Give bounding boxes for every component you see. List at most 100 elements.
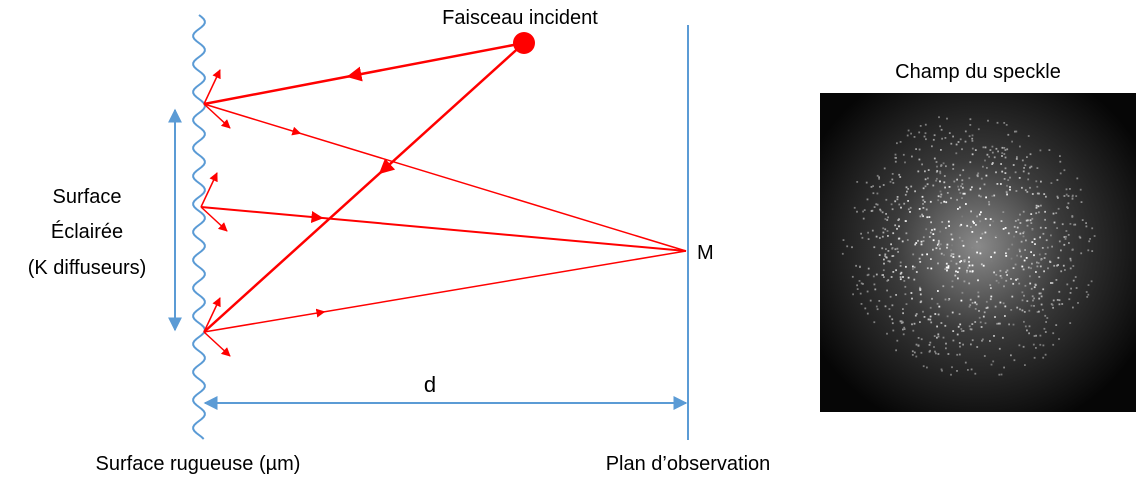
speckle-grain <box>959 225 961 227</box>
speckle-grain <box>939 172 942 175</box>
speckle-grain <box>966 271 968 274</box>
speckle-grain <box>866 290 869 293</box>
speckle-grain <box>937 239 940 242</box>
speckle-grain <box>945 165 947 168</box>
speckle-grain <box>958 313 961 315</box>
speckle-grain <box>892 232 895 235</box>
speckle-grain <box>975 224 977 226</box>
speckle-grain <box>889 295 892 298</box>
speckle-grain <box>1006 193 1008 196</box>
speckle-grain <box>906 134 909 137</box>
diffusion-arrow-1-1 <box>203 69 221 105</box>
speckle-grain <box>961 330 963 332</box>
speckle-grain <box>1055 324 1058 326</box>
speckle-grain <box>1036 167 1039 169</box>
speckle-grain <box>962 330 965 332</box>
speckle-grain <box>988 155 990 158</box>
speckle-grain <box>866 274 869 277</box>
speckle-grain <box>891 318 894 321</box>
speckle-grain <box>980 177 983 180</box>
speckle-grain <box>894 248 897 251</box>
speckle-grain <box>889 180 892 183</box>
speckle-grain <box>1038 297 1041 300</box>
speckle-grain <box>1069 259 1072 262</box>
speckle-grain <box>937 290 939 292</box>
speckle-grain <box>1058 338 1060 340</box>
speckle-grain <box>1014 263 1017 266</box>
speckle-grain <box>874 288 877 291</box>
speckle-grain <box>911 155 913 158</box>
speckle-grain <box>902 153 905 156</box>
speckle-grain <box>958 267 961 270</box>
speckle-grain <box>975 303 978 306</box>
speckle-grain <box>959 138 962 141</box>
speckle-grain <box>1013 359 1016 362</box>
speckle-grain <box>1079 188 1082 191</box>
speckle-grain <box>968 282 971 285</box>
speckle-grain <box>886 332 888 335</box>
speckle-grain <box>891 322 894 325</box>
speckle-grain <box>956 178 958 181</box>
speckle-grain <box>961 291 964 294</box>
diffusion-arrow-2-1 <box>200 172 218 208</box>
speckle-grain <box>851 275 854 278</box>
speckle-grain <box>919 301 922 304</box>
speckle-grain <box>922 310 924 313</box>
speckle-grain <box>928 216 931 218</box>
speckle-grain <box>947 220 950 223</box>
speckle-grain <box>964 130 967 133</box>
speckle-grain <box>932 138 935 141</box>
speckle-grain <box>969 270 971 273</box>
speckle-grain <box>1003 366 1005 369</box>
speckle-grain <box>929 200 932 203</box>
speckle-grain <box>981 232 984 235</box>
speckle-grain <box>1021 299 1024 302</box>
speckle-grain <box>1034 243 1036 245</box>
speckle-grain <box>971 339 974 342</box>
speckle-grain <box>1030 165 1033 168</box>
speckle-grain <box>1011 295 1014 298</box>
speckle-grain <box>885 198 888 201</box>
speckle-grain <box>1016 226 1019 229</box>
speckle-grain <box>951 311 954 314</box>
speckle-grain <box>937 199 940 202</box>
speckle-grain <box>997 281 1000 284</box>
speckle-grain <box>946 192 949 194</box>
speckle-grain <box>926 366 928 369</box>
speckle-grain <box>1009 186 1011 188</box>
speckle-grain <box>1037 205 1040 208</box>
speckle-grain <box>1025 239 1027 242</box>
speckle-grain <box>882 184 885 186</box>
speckle-grain <box>1033 356 1036 359</box>
speckle-grain <box>995 235 998 237</box>
speckle-grain <box>960 185 962 188</box>
speckle-grain <box>1035 180 1038 183</box>
speckle-grain <box>1088 240 1091 243</box>
speckle-grain <box>958 353 961 356</box>
speckle-grain <box>1075 195 1078 197</box>
speckle-grain <box>1073 223 1075 226</box>
speckle-grain <box>990 260 993 262</box>
speckle-grain <box>946 269 948 272</box>
scattered-ray-2 <box>200 206 687 252</box>
speckle-grain <box>986 306 989 309</box>
point-m-label: M <box>697 242 714 264</box>
speckle-grain <box>1053 264 1056 267</box>
speckle-grain <box>1031 228 1034 231</box>
speckle-grain <box>1024 364 1026 366</box>
speckle-grain <box>968 177 971 180</box>
speckle-grain <box>899 261 902 264</box>
speckle-grain <box>985 218 988 220</box>
speckle-grain <box>931 145 933 148</box>
speckle-grain <box>918 131 921 134</box>
speckle-grain <box>878 300 881 302</box>
speckle-grain <box>918 257 921 260</box>
speckle-grain <box>890 276 893 278</box>
speckle-grain <box>951 244 953 247</box>
speckle-grain <box>959 206 961 209</box>
speckle-grain <box>1030 287 1033 290</box>
speckle-grain <box>992 220 995 223</box>
speckle-grain <box>1039 236 1041 239</box>
speckle-grain <box>1058 290 1061 293</box>
speckle-grain <box>1003 147 1006 149</box>
